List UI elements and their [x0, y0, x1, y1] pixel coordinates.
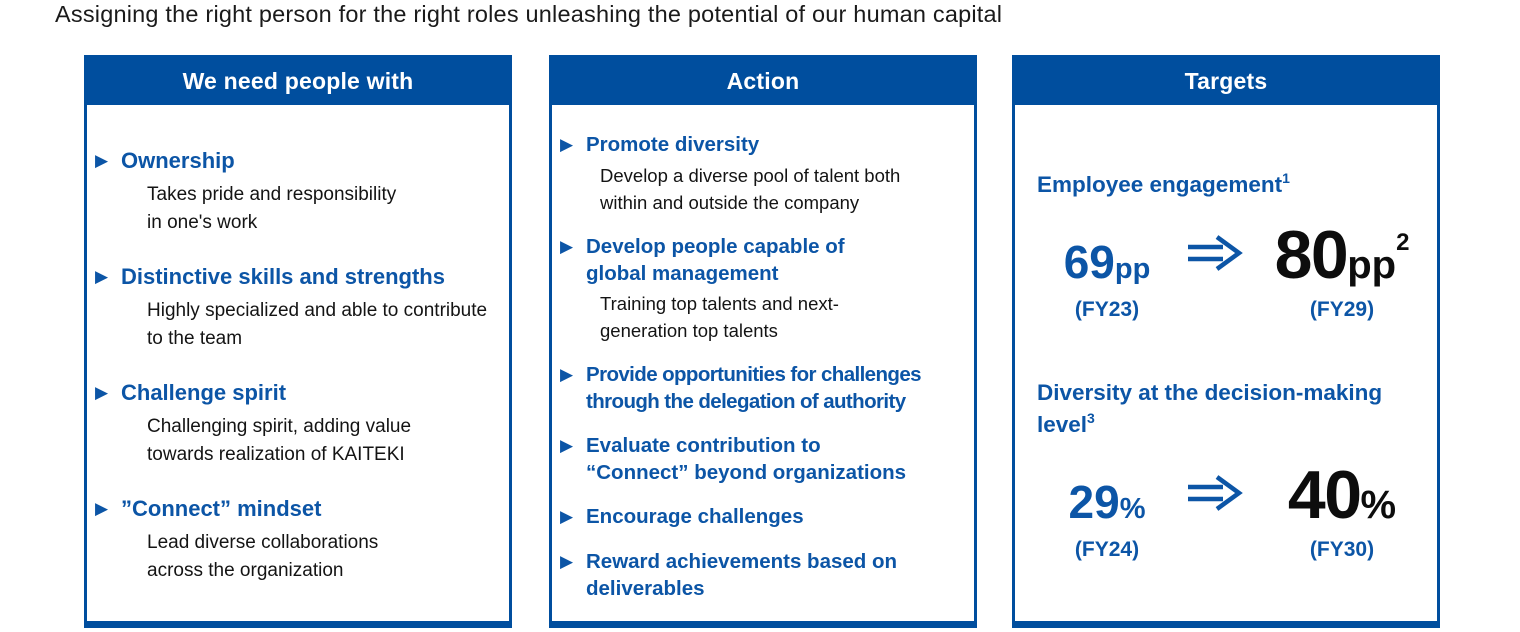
from-unit: pp: [1114, 253, 1151, 286]
panel-we-need: We need people with ▶ Ownership Takes pr…: [84, 55, 512, 628]
item-description: Lead diverse collaborations across the o…: [147, 532, 379, 581]
target-label-text: Employee engagement: [1037, 172, 1283, 197]
item-heading-row: ▶ Distinctive skills and strengths: [95, 263, 497, 291]
bullet-triangle-icon: ▶: [560, 507, 574, 526]
list-item-connect-mindset: ▶ ”Connect” mindset Lead diverse collabo…: [95, 495, 497, 585]
item-description: Training top talents and next- generatio…: [600, 293, 839, 341]
item-heading: Develop people capable of global managem…: [586, 235, 845, 285]
target-values-grid: 69pp 80pp2 (FY23) (FY29): [1037, 216, 1429, 322]
item-heading-row: ▶ Challenge spirit: [95, 379, 497, 407]
item-heading-row: ▶ Ownership: [95, 147, 497, 175]
label-superscript: 1: [1282, 170, 1290, 186]
bullet-triangle-icon: ▶: [95, 267, 109, 286]
bullet-triangle-icon: ▶: [95, 383, 109, 402]
list-item-reward-achievements: ▶ Reward achievements based on deliverab…: [560, 548, 968, 602]
list-item-ownership: ▶ Ownership Takes pride and responsibili…: [95, 147, 497, 237]
to-unit: pp: [1347, 243, 1397, 288]
bullet-triangle-icon: ▶: [560, 436, 574, 455]
item-description: Highly specialized and able to contribut…: [147, 300, 488, 349]
item-heading: Challenge spirit: [121, 380, 287, 405]
target-values-grid: 29% 40% (FY24) (FY30): [1037, 456, 1429, 562]
list-item-evaluate-contribution: ▶ Evaluate contribution to “Connect” bey…: [560, 432, 968, 486]
list-item-provide-opportunities: ▶ Provide opportunities for challenges t…: [560, 361, 968, 415]
target-label: Employee engagement1: [1037, 169, 1429, 200]
panel-action-body: ▶ Promote diversity Develop a diverse po…: [552, 105, 974, 602]
bullet-triangle-icon: ▶: [560, 365, 574, 384]
item-heading: Encourage challenges: [586, 505, 804, 528]
item-heading: Distinctive skills and strengths: [121, 264, 445, 289]
target-block-diversity: Diversity at the decision-making level3 …: [1037, 378, 1429, 562]
to-number: 40: [1287, 457, 1362, 534]
panel-targets: Targets Employee engagement1 69pp 80pp2 …: [1012, 55, 1440, 628]
item-heading-row: ▶ Evaluate contribution to “Connect” bey…: [560, 432, 968, 486]
bullet-triangle-icon: ▶: [95, 151, 109, 170]
to-number: 80: [1274, 217, 1349, 294]
target-from-value: 69pp: [1037, 235, 1177, 289]
list-item-promote-diversity: ▶ Promote diversity Develop a diverse po…: [560, 131, 968, 216]
panel-targets-header: Targets: [1015, 58, 1437, 105]
item-heading-row: ▶ Encourage challenges: [560, 503, 968, 531]
item-heading: ”Connect” mindset: [121, 496, 322, 521]
target-caption-from: (FY23): [1074, 298, 1140, 322]
item-heading-row: ▶ Reward achievements based on deliverab…: [560, 548, 968, 602]
target-caption-to: (FY29): [1309, 298, 1375, 322]
target-from-value: 29%: [1037, 475, 1177, 529]
double-arrow-icon: [1177, 234, 1251, 277]
item-heading: Evaluate contribution to “Connect” beyon…: [586, 434, 907, 484]
item-heading-row: ▶ Provide opportunities for challenges t…: [560, 361, 968, 415]
bullet-triangle-icon: ▶: [95, 499, 109, 518]
value-superscript: 2: [1396, 229, 1410, 257]
from-number: 29: [1068, 476, 1120, 529]
label-superscript: 3: [1087, 409, 1095, 426]
item-heading-row: ▶ Develop people capable of global manag…: [560, 233, 968, 287]
item-heading: Promote diversity: [586, 133, 760, 156]
target-caption-to: (FY30): [1309, 538, 1375, 562]
list-item-challenge-spirit: ▶ Challenge spirit Challenging spirit, a…: [95, 379, 497, 469]
panel-action: Action ▶ Promote diversity Develop a div…: [549, 55, 977, 628]
target-to-value: 80pp2: [1251, 216, 1433, 294]
list-item-distinctive-skills: ▶ Distinctive skills and strengths Highl…: [95, 263, 497, 353]
target-to-value: 40%: [1251, 456, 1433, 534]
item-heading: Provide opportunities for challenges thr…: [586, 363, 922, 413]
page-title: Assigning the right person for the right…: [55, 1, 1003, 27]
list-item-develop-people: ▶ Develop people capable of global manag…: [560, 233, 968, 344]
to-unit: %: [1360, 483, 1397, 528]
panel-targets-body: Employee engagement1 69pp 80pp2 (FY23) (…: [1015, 105, 1437, 562]
item-description: Takes pride and responsibility in one's …: [147, 184, 397, 233]
bullet-triangle-icon: ▶: [560, 552, 574, 571]
panel-we-need-header: We need people with: [87, 58, 509, 105]
item-description: Challenging spirit, adding value towards…: [147, 416, 412, 465]
target-label-text: Diversity at the decision-making level: [1037, 380, 1383, 437]
item-heading-row: ▶ ”Connect” mindset: [95, 495, 497, 523]
item-description: Develop a diverse pool of talent both wi…: [600, 165, 901, 213]
item-heading: Ownership: [121, 148, 235, 173]
bullet-triangle-icon: ▶: [560, 237, 574, 256]
bullet-triangle-icon: ▶: [560, 135, 574, 154]
list-item-encourage-challenges: ▶ Encourage challenges: [560, 503, 968, 531]
item-heading: Reward achievements based on deliverable…: [586, 550, 898, 600]
target-caption-from: (FY24): [1074, 538, 1140, 562]
from-unit: %: [1119, 493, 1146, 526]
item-heading-row: ▶ Promote diversity: [560, 131, 968, 159]
double-arrow-icon: [1177, 474, 1251, 517]
panel-we-need-body: ▶ Ownership Takes pride and responsibili…: [87, 105, 509, 585]
target-block-employee-engagement: Employee engagement1 69pp 80pp2 (FY23) (…: [1037, 169, 1429, 322]
panel-action-header: Action: [552, 58, 974, 105]
from-number: 69: [1063, 236, 1115, 289]
target-label: Diversity at the decision-making level3: [1037, 378, 1429, 440]
